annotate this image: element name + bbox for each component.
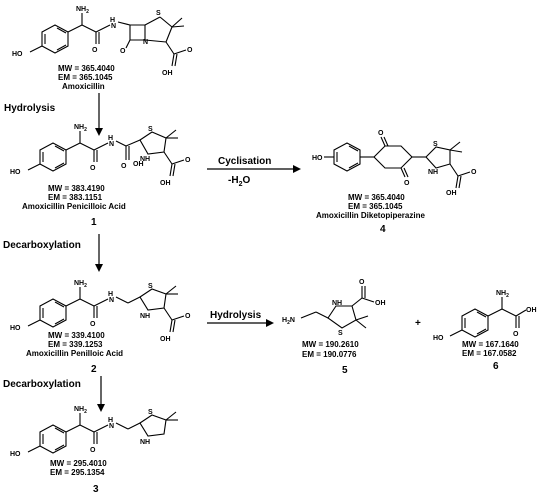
diketopiperazine-name: Amoxicillin Diketopiperazine [316, 211, 425, 220]
arrowhead [293, 165, 301, 173]
penicilloic-mw: MW = 383.4190 [48, 184, 105, 193]
amide-n-label: N [109, 423, 114, 430]
cyclisation-step: Cyclisation [218, 156, 271, 167]
sulfur-label: S [156, 10, 161, 17]
ring-nh-label: NH [332, 300, 342, 307]
acid-o-label: O [185, 157, 191, 164]
ring-nh-label: NH [140, 439, 150, 446]
penicilloic-em: EM = 383.1151 [48, 193, 103, 202]
acid-oh-label: OH [160, 336, 171, 343]
carbonyl-label: O [90, 447, 96, 454]
hydroxyl-label: HO [10, 451, 21, 458]
ring-nh-label: NH [428, 169, 438, 176]
amide-h-label: H [108, 135, 113, 142]
decarboxylation-step-2: Decarboxylation [3, 379, 81, 390]
arrowhead [95, 264, 103, 272]
amide-h-label: H [108, 417, 113, 424]
amide-n-label: N [109, 297, 114, 304]
amide-n-label: N [109, 141, 114, 148]
dehydration-label: -H2O [228, 175, 250, 188]
amine-label: H2N [282, 317, 295, 326]
hydroxyl-label: HO [10, 169, 21, 176]
amoxicillin-structure: NH2 HO O H N S N O O OH [12, 6, 193, 77]
penilloic-em: EM = 339.1253 [48, 340, 103, 349]
hydroxyphenylglycine-mw: MW = 167.1640 [462, 340, 519, 349]
acid-o-label: O [513, 331, 519, 338]
acid-oh-label: OH [162, 70, 173, 77]
acid-oh-2-label: OH [160, 180, 171, 187]
hydrolysis-step-2: Hydrolysis [210, 310, 262, 321]
amine-label: NH2 [496, 290, 509, 299]
decarboxylation-step-1: Decarboxylation [3, 240, 81, 251]
hydroxyl-label: HO [12, 51, 23, 58]
acid-oh-label: OH [375, 300, 386, 307]
amine-label: NH2 [74, 406, 87, 415]
penilloic-mw: MW = 339.4100 [48, 331, 105, 340]
penicilloic-structure: NH2 HO O H N S NH O OH O OH [10, 124, 191, 187]
penilloic-name: Amoxicillin Penilloic Acid [26, 349, 123, 358]
hydroxyphenylglycine-structure: NH2 HO OH O [433, 290, 537, 342]
acid-o-label: O [471, 169, 477, 176]
ring-nh-label: NH [140, 313, 150, 320]
lactam-o-label: O [120, 48, 126, 55]
carbonyl-label: O [90, 321, 96, 328]
diketopiperazine-structure: HO O O S NH O OH [312, 130, 477, 197]
compound-number-6: 6 [493, 361, 499, 372]
sulfur-label: S [338, 330, 343, 337]
amine-label: NH2 [76, 6, 89, 15]
diketopiperazine-em: EM = 365.1045 [348, 202, 403, 211]
hydroxyphenylglycine-em: EM = 167.0582 [462, 349, 517, 358]
plus-sign: + [415, 318, 421, 329]
compound-number-4: 4 [380, 224, 386, 235]
sulfur-label: S [148, 409, 153, 416]
amide-n-label: N [111, 23, 116, 30]
decarboxylated-mw: MW = 295.4010 [50, 459, 107, 468]
hydroxyl-label: HO [433, 335, 444, 342]
acid-o-label: O [359, 279, 365, 286]
decarboxylated-em: EM = 295.1354 [50, 468, 105, 477]
amoxicillin-em: EM = 365.1045 [58, 73, 113, 82]
decarboxylated-structure: NH2 HO O H N S NH [10, 406, 178, 458]
acid-oh-1-label: OH [133, 161, 144, 168]
compound-number-1: 1 [91, 217, 97, 228]
thiazolidine-mw: MW = 190.2610 [302, 340, 359, 349]
carbonyl-label: O [92, 47, 98, 54]
diketopiperazine-mw: MW = 365.4040 [348, 193, 405, 202]
keto-o-1-label: O [378, 130, 384, 137]
arrowhead [97, 404, 105, 412]
keto-o-2-label: O [404, 180, 410, 187]
carbonyl-label: O [90, 165, 96, 172]
acid-o-label: O [187, 47, 193, 54]
sulfur-label: S [433, 141, 438, 148]
amine-label: NH2 [74, 124, 87, 133]
acid-oh-label: OH [446, 190, 457, 197]
amoxicillin-mw: MW = 365.4040 [58, 64, 115, 73]
acid-oh-label: OH [526, 307, 537, 314]
penilloic-structure: NH2 HO O H N S NH O OH [10, 280, 191, 343]
compound-number-3: 3 [93, 484, 99, 495]
compound-number-5: 5 [342, 365, 348, 376]
ring-nh-label: NH [140, 156, 150, 163]
thiazolidine-structure: H2N NH S O OH [282, 279, 386, 337]
hydroxyl-label: HO [10, 325, 21, 332]
amide-h-label: H [110, 17, 115, 24]
acid-o-label: O [185, 313, 191, 320]
amoxicillin-name: Amoxicillin [62, 82, 105, 91]
arrowhead [266, 319, 274, 327]
arrowhead [95, 128, 103, 136]
penicilloic-name: Amoxicillin Penicilloic Acid [22, 202, 126, 211]
carbonyl-o-label: O [121, 163, 127, 170]
ring-n-label: N [143, 39, 148, 46]
sulfur-label: S [148, 126, 153, 133]
compound-number-2: 2 [91, 364, 97, 375]
sulfur-label: S [148, 283, 153, 290]
thiazolidine-em: EM = 190.0776 [302, 350, 357, 359]
amide-h-label: H [108, 291, 113, 298]
hydroxyl-label: HO [312, 155, 323, 162]
hydrolysis-step-1: Hydrolysis [4, 103, 56, 114]
amine-label: NH2 [74, 280, 87, 289]
